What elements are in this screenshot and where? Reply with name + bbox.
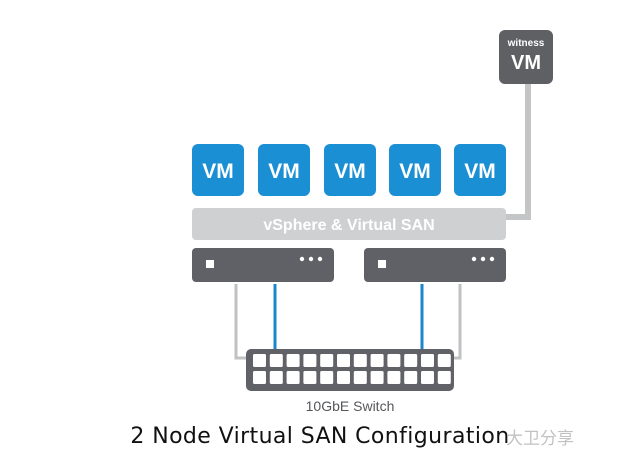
switch-port xyxy=(404,354,418,367)
switch-port xyxy=(337,354,350,367)
vm-5-box xyxy=(454,144,506,196)
vm-1: VM xyxy=(192,144,244,196)
switch-port xyxy=(286,354,300,367)
witness-link xyxy=(505,78,531,220)
vm-5-label: VM xyxy=(464,160,496,183)
vm-3: VM xyxy=(324,144,376,196)
vm-4: VM xyxy=(389,144,441,196)
witness-vm-small-label: witness xyxy=(507,38,545,49)
watermark: 大卫分享 xyxy=(506,429,574,449)
network-switch xyxy=(246,349,454,391)
server-node-1-led-icon xyxy=(317,256,323,262)
switch-port xyxy=(387,354,401,367)
server-node-1 xyxy=(192,248,334,282)
vm-3-box xyxy=(324,144,376,196)
switch-port xyxy=(353,354,367,367)
server-node-2-led-icon xyxy=(480,256,486,262)
vm-1-box xyxy=(192,144,244,196)
switch-port xyxy=(337,371,350,384)
vm-1-label: VM xyxy=(202,160,234,183)
switch-port xyxy=(320,354,334,367)
switch-port xyxy=(437,371,451,384)
server-node-1-box xyxy=(192,248,334,282)
switch-port xyxy=(421,354,434,367)
server-1-link-gray xyxy=(234,284,250,360)
server-node-2-drive-icon xyxy=(378,260,386,268)
switch-port xyxy=(370,371,384,384)
witness-vm-label: VM xyxy=(511,52,541,74)
vm-2-label: VM xyxy=(268,160,300,183)
switch-port xyxy=(387,371,401,384)
switch-port xyxy=(253,354,266,367)
switch-label: 10GbE Switch xyxy=(306,398,395,414)
vm-5: VM xyxy=(454,144,506,196)
switch-port xyxy=(370,354,384,367)
diagram-caption: 2 Node Virtual SAN Configuration xyxy=(130,424,510,449)
server-node-2-led-icon xyxy=(471,256,477,262)
switch-port xyxy=(286,371,300,384)
vsphere-vsan-bar-box xyxy=(192,208,506,240)
vm-4-label: VM xyxy=(399,160,431,183)
vm-2-box xyxy=(258,144,310,196)
switch-port xyxy=(437,354,451,367)
witness-vm: witness VM xyxy=(499,30,553,84)
switch-port xyxy=(421,371,434,384)
vm-row: VM VM VM VM VM xyxy=(192,144,506,196)
switch-port xyxy=(303,371,317,384)
server-node-1-led-icon xyxy=(308,256,314,262)
server-2-link-gray xyxy=(448,284,462,360)
switch-port xyxy=(303,354,317,367)
switch-port xyxy=(353,371,367,384)
vm-4-box xyxy=(389,144,441,196)
vm-2: VM xyxy=(258,144,310,196)
server-node-2-led-icon xyxy=(489,256,495,262)
vsphere-vsan-label: vSphere & Virtual SAN xyxy=(263,217,434,234)
switch-port xyxy=(320,371,334,384)
switch-port xyxy=(269,371,283,384)
server-node-2 xyxy=(364,248,506,282)
witness-vm-box xyxy=(499,30,553,84)
server-node-2-box xyxy=(364,248,506,282)
switch-port xyxy=(269,354,283,367)
server-node-1-led-icon xyxy=(299,256,305,262)
server-node-1-drive-icon xyxy=(206,260,214,268)
vsphere-vsan-bar: vSphere & Virtual SAN xyxy=(192,208,506,240)
vm-3-label: VM xyxy=(334,160,366,183)
switch-port xyxy=(404,371,418,384)
switch-port xyxy=(253,371,266,384)
